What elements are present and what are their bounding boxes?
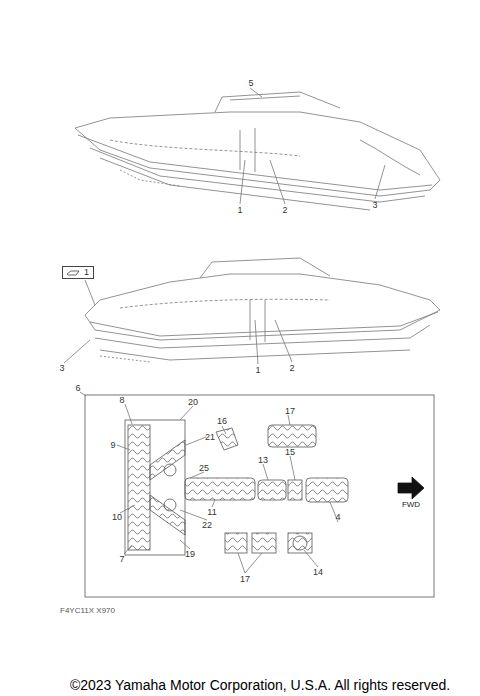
callout-number: 15	[285, 448, 295, 457]
callout-number: 25	[199, 464, 209, 473]
figure-code: F4YC11X X970	[60, 607, 115, 615]
callout-number: 22	[202, 521, 212, 530]
callout-number: 1	[84, 268, 89, 277]
callout-number: 20	[188, 398, 198, 407]
callout-number: 14	[313, 568, 323, 577]
callout-number: 21	[205, 433, 215, 442]
callout-number: 7	[119, 555, 124, 564]
callout-number: 11	[207, 508, 216, 517]
decal-icon	[66, 269, 80, 276]
callout-number: 1	[255, 366, 260, 375]
callout-number: 6	[75, 384, 80, 393]
callout-number: 3	[59, 364, 64, 373]
direction-label: FWD	[402, 501, 420, 509]
callout-number: 5	[248, 79, 253, 88]
callout-number: 17	[285, 407, 295, 416]
callout-number: 8	[119, 396, 124, 405]
callout-number: 17	[240, 575, 250, 584]
callout-number: 13	[258, 456, 268, 465]
callout-number: 9	[110, 441, 115, 450]
callout-number: 2	[289, 364, 294, 373]
callout-number: 19	[185, 550, 195, 559]
callout-number: 4	[335, 513, 340, 522]
callout-number: 1	[237, 206, 242, 215]
callout-number: 10	[112, 513, 122, 522]
callout-number: 2	[282, 206, 287, 215]
copyright-note: ©2023 Yamaha Motor Corporation, U.S.A. A…	[70, 678, 450, 692]
callout-number: 3	[372, 201, 377, 210]
callout-number: 16	[217, 417, 227, 426]
part-label-box: 1	[62, 266, 94, 279]
